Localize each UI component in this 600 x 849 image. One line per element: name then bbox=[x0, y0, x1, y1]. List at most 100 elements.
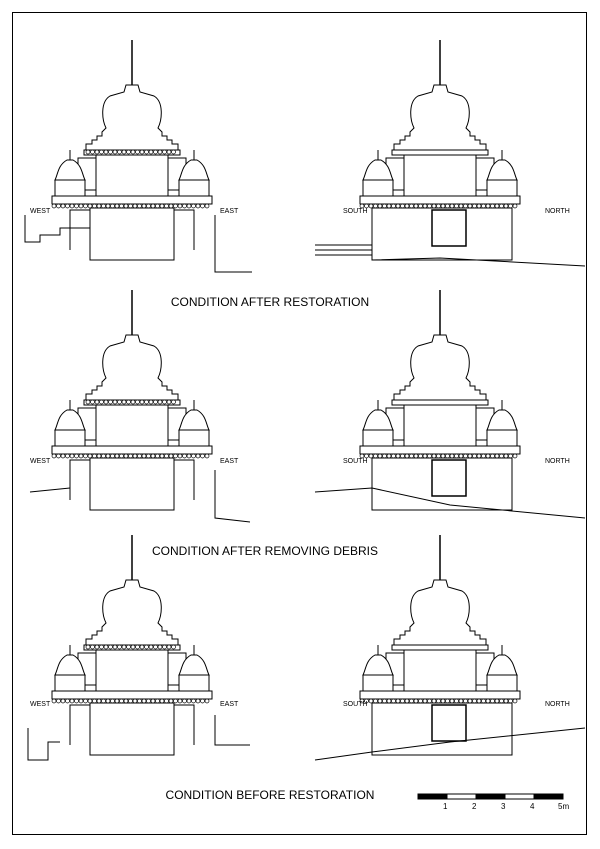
bead bbox=[382, 453, 387, 459]
label-north-3: NORTH bbox=[545, 701, 570, 708]
drum bbox=[95, 154, 169, 198]
bead bbox=[94, 399, 100, 405]
bead bbox=[78, 453, 84, 459]
bead bbox=[90, 399, 95, 405]
turret-base bbox=[362, 429, 394, 447]
plinth-band bbox=[359, 195, 521, 205]
bead bbox=[391, 453, 396, 459]
turret-base bbox=[362, 674, 394, 692]
bead bbox=[69, 698, 75, 704]
bead bbox=[159, 203, 165, 209]
bead bbox=[103, 644, 109, 650]
door bbox=[431, 704, 467, 742]
bead bbox=[377, 698, 383, 704]
bead bbox=[204, 203, 210, 209]
bead bbox=[123, 698, 129, 704]
bead bbox=[359, 203, 365, 209]
bead bbox=[110, 698, 115, 704]
bead bbox=[449, 453, 455, 459]
bead bbox=[395, 453, 401, 459]
scale-tick-5m: 5m bbox=[558, 802, 570, 811]
bead bbox=[157, 399, 163, 405]
bead bbox=[440, 698, 446, 704]
bead bbox=[404, 453, 410, 459]
bead bbox=[191, 203, 196, 209]
bead bbox=[382, 698, 387, 704]
bead bbox=[458, 203, 464, 209]
bead bbox=[166, 149, 172, 155]
bead bbox=[56, 453, 61, 459]
bead bbox=[499, 453, 504, 459]
bead bbox=[105, 203, 111, 209]
scale-bar-segment bbox=[533, 793, 564, 800]
bead bbox=[51, 203, 57, 209]
bead bbox=[103, 149, 109, 155]
scale-tick-1: 1 bbox=[443, 802, 448, 811]
ground-line-2-west-east bbox=[29, 470, 251, 523]
bell-dome bbox=[85, 84, 179, 151]
bead bbox=[485, 698, 491, 704]
bead bbox=[141, 203, 147, 209]
bead bbox=[436, 203, 441, 209]
bead bbox=[99, 149, 104, 155]
bead bbox=[141, 698, 147, 704]
bead bbox=[103, 399, 109, 405]
bead bbox=[182, 453, 187, 459]
label-east-1: EAST bbox=[220, 208, 239, 215]
bead bbox=[364, 698, 369, 704]
label-south-1: SOUTH bbox=[343, 208, 368, 215]
bead bbox=[90, 644, 95, 650]
lower-wings bbox=[69, 209, 195, 250]
bead bbox=[494, 698, 500, 704]
bead bbox=[503, 698, 509, 704]
bead bbox=[512, 453, 518, 459]
bead bbox=[101, 698, 106, 704]
label-west-2: WEST bbox=[30, 458, 51, 465]
bead bbox=[74, 203, 79, 209]
bead bbox=[159, 453, 165, 459]
turret-base bbox=[54, 179, 86, 197]
turret-dome bbox=[486, 654, 518, 676]
bead bbox=[476, 698, 482, 704]
lower-wings bbox=[69, 459, 195, 500]
bead bbox=[373, 203, 378, 209]
scale-bar-segment bbox=[417, 793, 448, 800]
bead bbox=[422, 203, 428, 209]
bead bbox=[476, 453, 482, 459]
bead bbox=[409, 453, 414, 459]
bead bbox=[74, 453, 79, 459]
bead bbox=[114, 203, 120, 209]
bead bbox=[395, 203, 401, 209]
turret-dome bbox=[54, 409, 86, 431]
bead bbox=[132, 203, 138, 209]
south-north-elevation-3 bbox=[359, 535, 521, 756]
bead bbox=[490, 203, 495, 209]
bead bbox=[139, 149, 145, 155]
bead bbox=[386, 698, 392, 704]
bead bbox=[481, 203, 486, 209]
bead bbox=[191, 453, 196, 459]
bead bbox=[90, 149, 95, 155]
bead bbox=[454, 453, 459, 459]
bead bbox=[114, 453, 120, 459]
bead bbox=[418, 698, 423, 704]
bead bbox=[373, 698, 378, 704]
turret-base bbox=[54, 674, 86, 692]
bead bbox=[377, 203, 383, 209]
turret-dome bbox=[362, 654, 394, 676]
bead bbox=[137, 698, 142, 704]
label-east-3: EAST bbox=[220, 701, 239, 708]
bead bbox=[164, 698, 169, 704]
bead bbox=[162, 644, 167, 650]
lower-wings bbox=[69, 704, 195, 745]
bead bbox=[422, 453, 428, 459]
bead bbox=[121, 644, 127, 650]
bead bbox=[150, 453, 156, 459]
label-south-2: SOUTH bbox=[343, 458, 368, 465]
bead bbox=[182, 203, 187, 209]
bead bbox=[110, 203, 115, 209]
bead bbox=[105, 698, 111, 704]
turret-dome bbox=[362, 409, 394, 431]
